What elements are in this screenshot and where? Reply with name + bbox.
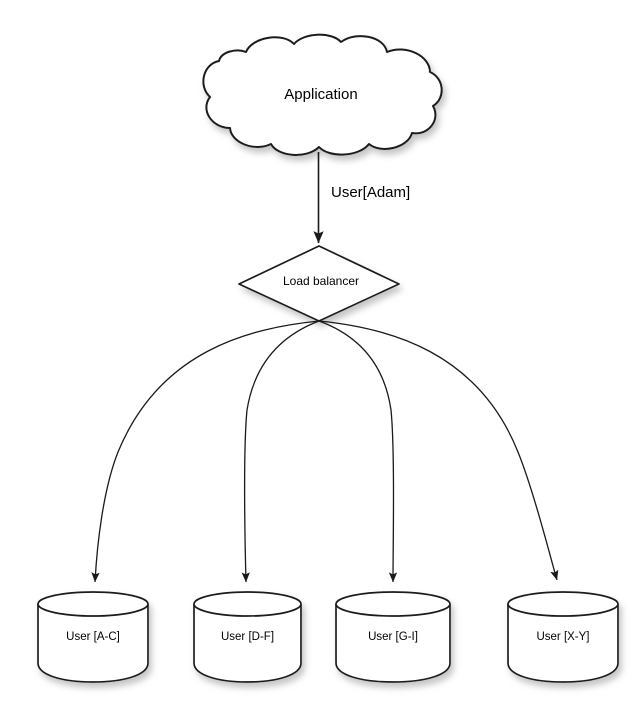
cloud-outline [202,33,443,156]
db-2-top-ellipse [335,591,451,617]
db-2-body [335,604,451,683]
edge-loadbalancer-to-db-2 [318,320,398,583]
edge-loadbalancer-to-db-3 [318,320,559,581]
edge-loadbalancer-to-db-1 [241,320,320,583]
db-0-body [37,604,149,683]
node-db-0-cylinder[interactable] [37,591,149,683]
node-db-2-cylinder[interactable] [335,591,451,683]
node-db-1-cylinder[interactable] [193,591,302,683]
db-1-body [193,604,302,683]
diamond-outline [238,245,400,322]
node-db-3-cylinder[interactable] [507,591,619,683]
edge-loadbalancer-to-db-0 [91,320,320,583]
node-application-cloud[interactable] [202,33,443,156]
node-load-balancer-diamond[interactable] [238,245,400,322]
db-3-top-ellipse [507,591,619,617]
db-3-body [507,604,619,683]
db-1-top-ellipse [193,591,302,617]
db-0-top-ellipse [37,591,149,617]
